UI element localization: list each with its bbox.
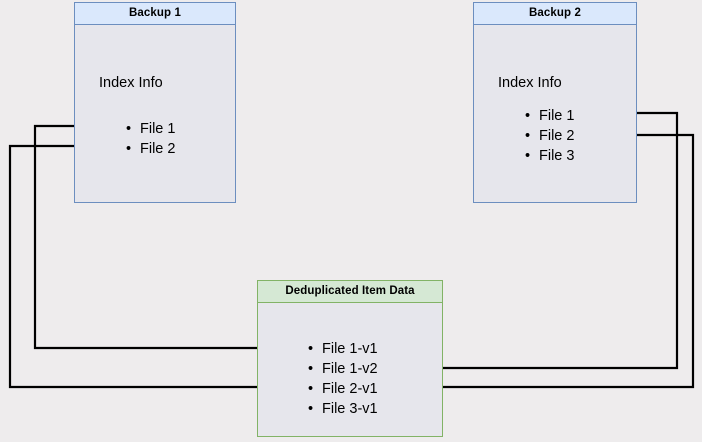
list-item[interactable]: File 2	[126, 139, 175, 159]
list-item[interactable]: File 1	[126, 119, 175, 139]
list-item[interactable]: File 3-v1	[308, 399, 378, 419]
list-item[interactable]: File 3	[525, 146, 574, 166]
node-deduplicated-item-data-title: Deduplicated Item Data	[258, 281, 442, 303]
list-item[interactable]: File 1	[525, 106, 574, 126]
node-backup-2[interactable]: Backup 2 Index Info File 1 File 2 File 3	[473, 2, 637, 203]
node-backup-2-body: Index Info File 1 File 2 File 3	[474, 25, 636, 202]
node-backup-2-title: Backup 2	[474, 3, 636, 25]
dedup-item-list: File 1-v1 File 1-v2 File 2-v1 File 3-v1	[308, 339, 378, 419]
backup-1-caption: Index Info	[99, 75, 163, 91]
node-backup-1-body: Index Info File 1 File 2	[75, 25, 235, 202]
list-item[interactable]: File 1-v1	[308, 339, 378, 359]
node-deduplicated-item-data-body: File 1-v1 File 1-v2 File 2-v1 File 3-v1	[258, 303, 442, 436]
list-item[interactable]: File 2	[525, 126, 574, 146]
list-item[interactable]: File 1-v2	[308, 359, 378, 379]
list-item[interactable]: File 2-v1	[308, 379, 378, 399]
backup-2-caption: Index Info	[498, 75, 562, 91]
node-backup-1[interactable]: Backup 1 Index Info File 1 File 2	[74, 2, 236, 203]
node-backup-1-title: Backup 1	[75, 3, 235, 25]
backup-1-file-list: File 1 File 2	[126, 119, 175, 159]
node-deduplicated-item-data[interactable]: Deduplicated Item Data File 1-v1 File 1-…	[257, 280, 443, 437]
backup-2-file-list: File 1 File 2 File 3	[525, 106, 574, 166]
